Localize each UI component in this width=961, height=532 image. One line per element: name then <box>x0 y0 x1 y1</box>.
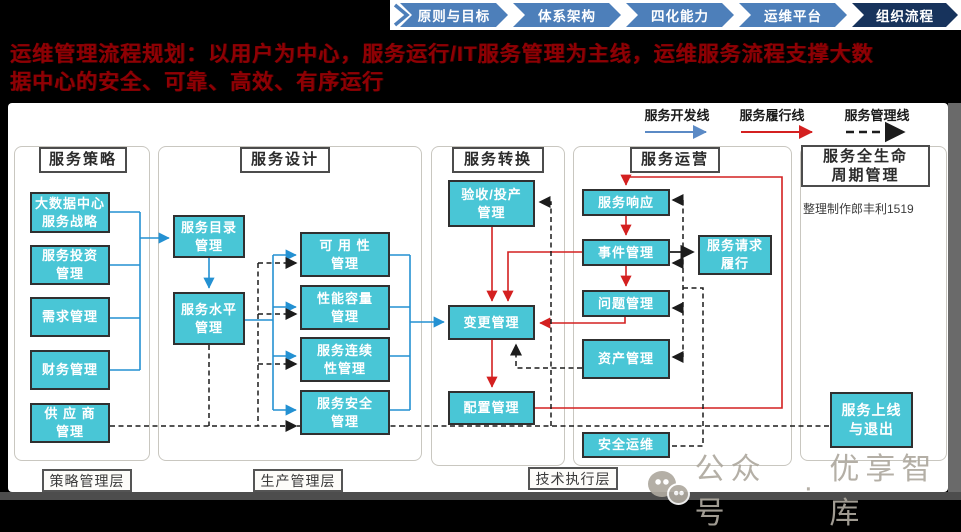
box-service-investment: 服务投资管理 <box>30 245 110 285</box>
nav-item-process-active[interactable]: 组织流程 <box>852 3 958 27</box>
watermark-text: 公众号 <box>694 453 767 530</box>
right-gutter <box>948 103 961 500</box>
watermark-text: 优享智库 <box>829 453 938 530</box>
box-config-mgmt: 配置管理 <box>448 391 535 425</box>
page-title-line2: 据中心的安全、可靠、高效、有序运行 <box>10 71 384 94</box>
wechat-icon <box>648 471 690 505</box>
header-label: 服务全生命 <box>822 147 908 165</box>
box-capacity: 性能容量管理 <box>300 285 390 330</box>
nav-item-label: 运维平台 <box>764 9 822 24</box>
header-service-transition: 服务转换 <box>452 147 544 173</box>
legend-manage-label: 服务管理线 <box>844 108 910 123</box>
box-service-level: 服务水平管理 <box>173 292 245 345</box>
header-service-strategy: 服务策略 <box>39 147 127 173</box>
nav-item-label: 组织流程 <box>876 9 934 24</box>
box-demand-mgmt: 需求管理 <box>30 297 110 337</box>
nav-item-capability[interactable]: 四化能力 <box>626 3 734 27</box>
box-bigdata-service-strategy: 大数据中心服务战略 <box>30 192 110 233</box>
header-service-design: 服务设计 <box>240 147 330 173</box>
nav-item-platform[interactable]: 运维平台 <box>739 3 847 27</box>
watermark-dot: · <box>803 471 820 504</box>
box-service-catalog: 服务目录管理 <box>173 215 245 258</box>
box-problem-mgmt: 问题管理 <box>582 290 670 317</box>
box-security-ops: 安全运维 <box>582 432 670 458</box>
header-service-operation: 服务运营 <box>630 147 720 173</box>
nav-item-label: 四化能力 <box>651 9 709 24</box>
bottom-strip <box>0 492 961 500</box>
nav-item-principles[interactable]: 原则与目标 <box>400 3 508 27</box>
header-label: 服务转换 <box>463 151 532 169</box>
watermark: 公众号 · 优享智库 <box>648 444 961 532</box>
box-service-request: 服务请求履行 <box>698 235 772 275</box>
box-service-onboard-retire: 服务上线与退出 <box>830 392 913 448</box>
layer-strategy-mgmt: 策略管理层 <box>42 469 132 492</box>
header-lifecycle: 服务全生命 周期管理 <box>801 145 930 187</box>
legend-dev-label: 服务开发线 <box>644 108 710 123</box>
legend-fulfill-label: 服务履行线 <box>739 108 805 123</box>
box-finance-mgmt: 财务管理 <box>30 350 110 390</box>
nav-item-architecture[interactable]: 体系架构 <box>513 3 621 27</box>
box-availability: 可 用 性管理 <box>300 232 390 277</box>
header-label: 周期管理 <box>831 167 900 184</box>
box-incident-mgmt: 事件管理 <box>582 239 670 266</box>
box-continuity: 服务连续性管理 <box>300 337 390 382</box>
page-title-line1: 运维管理流程规划：以用户为中心，服务运行/IT服务管理为主线，运维服务流程支撑大… <box>10 43 874 66</box>
box-service-response: 服务响应 <box>582 189 670 216</box>
nav-item-label: 体系架构 <box>538 9 596 24</box>
box-change-mgmt: 变更管理 <box>448 305 535 340</box>
box-acceptance: 验收/投产管理 <box>448 180 535 227</box>
header-label: 服务设计 <box>250 151 319 169</box>
header-label: 服务策略 <box>48 151 117 169</box>
box-service-security: 服务安全管理 <box>300 390 390 435</box>
header-label: 服务运营 <box>640 151 709 169</box>
box-asset-mgmt: 资产管理 <box>582 339 670 379</box>
layer-production-mgmt: 生产管理层 <box>253 469 343 492</box>
layer-technical-exec: 技术执行层 <box>528 467 618 490</box>
box-supplier-mgmt: 供 应 商管理 <box>30 403 110 443</box>
nav-lead-chevron-icon <box>393 3 410 27</box>
credit-text: 整理制作郎丰利1519 <box>803 202 914 216</box>
nav-item-label: 原则与目标 <box>417 9 491 24</box>
